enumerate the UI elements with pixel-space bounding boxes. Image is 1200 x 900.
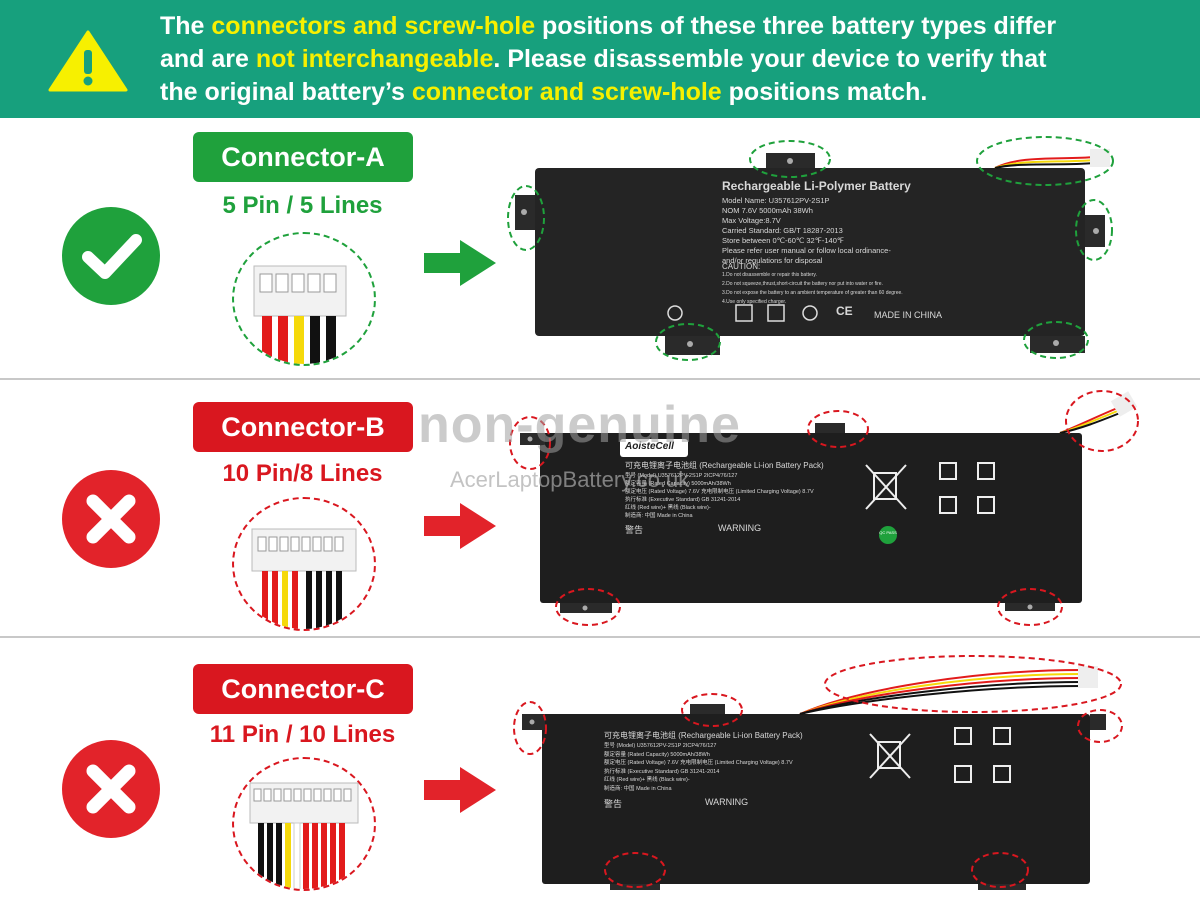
- watermark-site: AcerLaptopBattery.co.uk: [450, 467, 690, 492]
- pin-count: 11 Pin / 10 Lines: [209, 721, 396, 748]
- connector-label: Connector-B: [193, 402, 413, 452]
- battery-spec-lines: Model Name: U357612PV-2S1P NOM 7.6V 5000…: [722, 196, 891, 265]
- qc-pass-badge: QC PASS: [879, 530, 897, 535]
- connector-c-photo: [232, 757, 376, 891]
- arrow-right-icon: [424, 503, 496, 549]
- arrow-right-icon: [424, 240, 496, 286]
- warning-triangle-icon: [48, 30, 128, 92]
- pin-count: 5 Pin / 5 Lines: [222, 192, 383, 219]
- brand-logo: AoisteCell: [625, 441, 674, 452]
- check-icon: [62, 207, 160, 305]
- ce-mark: CE: [836, 304, 853, 318]
- watermark: non-genuine: [418, 396, 741, 454]
- connector-b-photo: [232, 497, 376, 631]
- connector-label: Connector-C: [193, 664, 413, 714]
- arrow-right-icon: [424, 767, 496, 813]
- row-divider: [0, 378, 1200, 380]
- warning-banner: The connectors and screw-hole positions …: [0, 0, 1200, 118]
- battery-caution: CAUTION: 1.Do not disassemble or repair …: [722, 262, 903, 305]
- cross-icon: [62, 470, 160, 568]
- connector-label: Connector-A: [193, 132, 413, 182]
- pin-count: 10 Pin/8 Lines: [222, 460, 383, 487]
- made-in-china: MADE IN CHINA: [874, 310, 943, 320]
- connector-a-photo: [232, 232, 376, 366]
- row-divider: [0, 636, 1200, 638]
- battery-spec-lines: 型号 (Model) U357612PV-2S1P 2ICP4/76/127 额…: [625, 473, 814, 519]
- battery-spec-lines: 型号 (Model) U357612PV-2S1P 2ICP4/76/127 额…: [604, 743, 793, 792]
- banner-text: The connectors and screw-hole positions …: [160, 12, 1057, 106]
- cross-icon: [62, 740, 160, 838]
